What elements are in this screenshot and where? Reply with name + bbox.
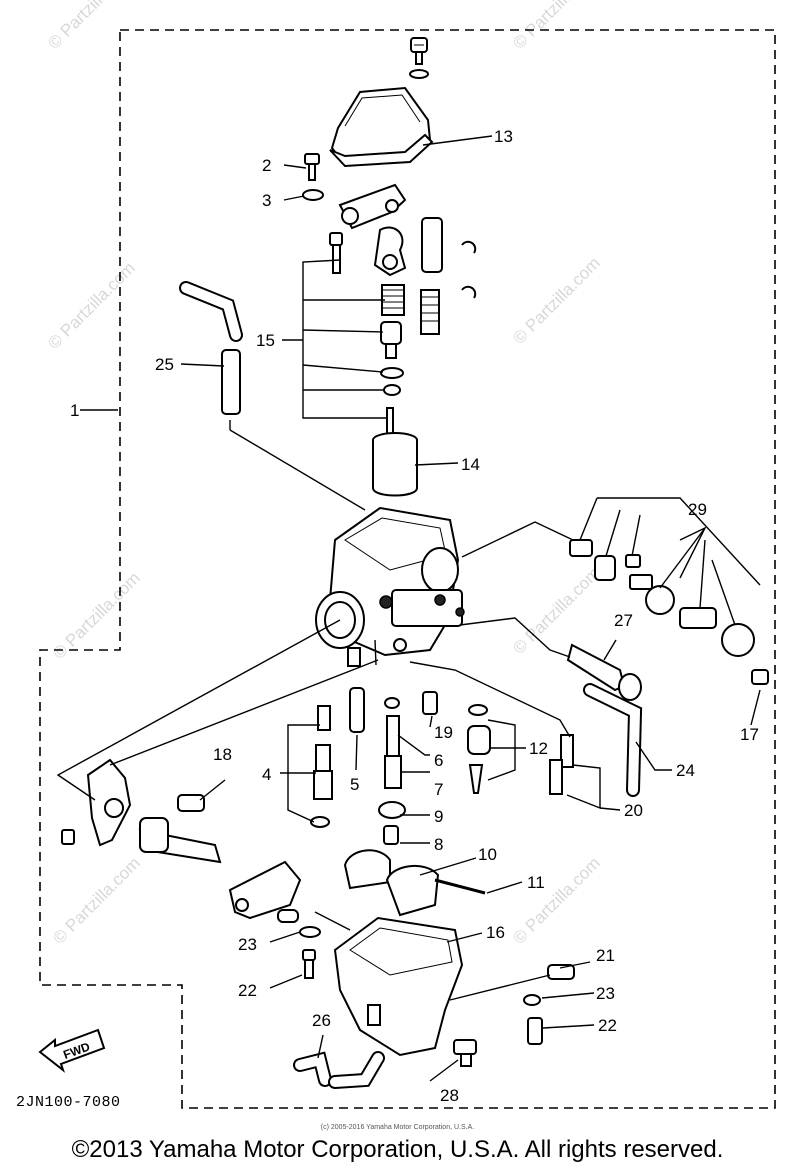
callout-22-right: 22: [598, 1016, 617, 1035]
callout-27: 27: [614, 611, 633, 630]
watermark: © Partzilla.com: [509, 563, 603, 657]
callout-3: 3: [262, 191, 271, 210]
callout-26: 26: [312, 1011, 331, 1030]
callout-4: 4: [262, 765, 271, 784]
callout-23-left: 23: [238, 935, 257, 954]
callout-21: 21: [596, 946, 615, 965]
drain-tubes: [293, 1051, 385, 1089]
watermark: © Partzilla.com: [509, 853, 603, 947]
callout-20: 20: [624, 801, 643, 820]
fwd-arrow: FWD: [38, 1028, 106, 1073]
leader-lines: [56, 135, 761, 1082]
callout-1: 1: [70, 401, 79, 420]
float-bowl: [333, 916, 477, 1067]
diagram-code: 2JN100-7080: [16, 1094, 121, 1111]
callout-14: 14: [461, 455, 480, 474]
watermark: © Partzilla.com: [49, 568, 143, 662]
callout-12: 12: [529, 739, 548, 758]
callout-16: 16: [486, 923, 505, 942]
callout-7: 7: [434, 780, 443, 799]
right-side-parts: [523, 539, 769, 1045]
callout-2: 2: [262, 156, 271, 175]
callout-8: 8: [434, 835, 443, 854]
callout-28: 28: [440, 1086, 459, 1105]
top-cover-group: [329, 37, 434, 168]
carburetor-body: [315, 506, 465, 667]
callout-15: 15: [256, 331, 275, 350]
callout-10: 10: [478, 845, 497, 864]
copyright-notice: ©2013 Yamaha Motor Corporation, U.S.A. A…: [71, 1136, 724, 1163]
small-copyright: (c) 2005-2016 Yamaha Motor Corporation, …: [320, 1124, 475, 1131]
assembly-boundary: [39, 29, 776, 1109]
callout-9: 9: [434, 807, 443, 826]
throttle-shaft-group: [61, 758, 321, 979]
callout-17: 17: [740, 725, 759, 744]
callout-23-right: 23: [596, 984, 615, 1003]
callout-22-left: 22: [238, 981, 257, 1000]
watermark: © Partzilla.com: [509, 253, 603, 347]
callout-29: 29: [688, 500, 707, 519]
watermark: © Partzilla.com: [49, 853, 143, 947]
jets-and-needles: [310, 687, 574, 845]
screw-washer-2-3: [302, 153, 324, 201]
callout-5: 5: [350, 775, 359, 794]
callout-24: 24: [676, 761, 695, 780]
callout-25: 25: [155, 355, 174, 374]
callout-6: 6: [434, 751, 443, 770]
callout-19: 19: [434, 723, 453, 742]
callout-labels: 1 2 3 13 15 25 14 29 27 17 18 4 5 19 6 7…: [70, 127, 759, 1105]
callout-11: 11: [527, 873, 545, 892]
watermark: © Partzilla.com: [509, 0, 603, 53]
vent-tube-25: [179, 281, 243, 415]
throttle-linkage-parts: [329, 183, 477, 497]
watermark: © Partzilla.com: [44, 0, 138, 53]
watermark: © Partzilla.com: [44, 258, 138, 352]
callout-18: 18: [213, 745, 232, 764]
float-assembly: [343, 849, 486, 917]
callout-13: 13: [494, 127, 513, 146]
